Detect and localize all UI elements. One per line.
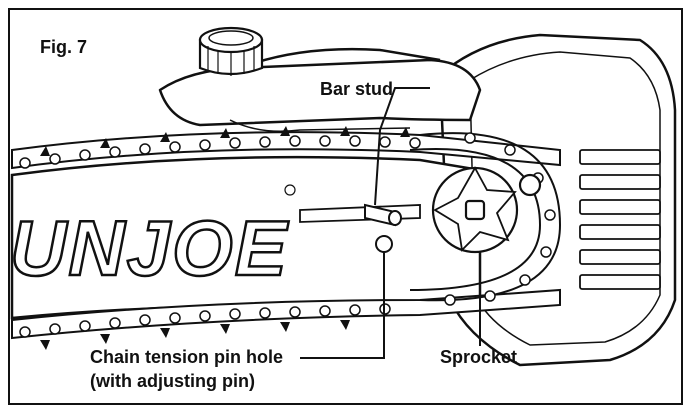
chain-tension-pin-hole-label: Chain tension pin hole	[90, 347, 283, 367]
figure-frame	[8, 8, 683, 405]
sprocket	[431, 166, 542, 254]
chain-curve	[409, 132, 562, 306]
oil-cap	[198, 26, 264, 76]
sprocket-label: Sprocket	[440, 347, 518, 367]
bar-stud	[364, 203, 402, 227]
chain-tension-pin-note: (with adjusting pin)	[90, 371, 255, 391]
chain-upper	[11, 126, 561, 170]
brand-logo: UNJOE	[10, 204, 289, 292]
leader-lines	[300, 87, 481, 359]
registered-mark	[284, 184, 296, 196]
figure-label: Fig. 7	[40, 37, 88, 57]
chain-tension-pin-hole	[375, 235, 393, 253]
bar-stud-label: Bar stud	[320, 79, 394, 99]
